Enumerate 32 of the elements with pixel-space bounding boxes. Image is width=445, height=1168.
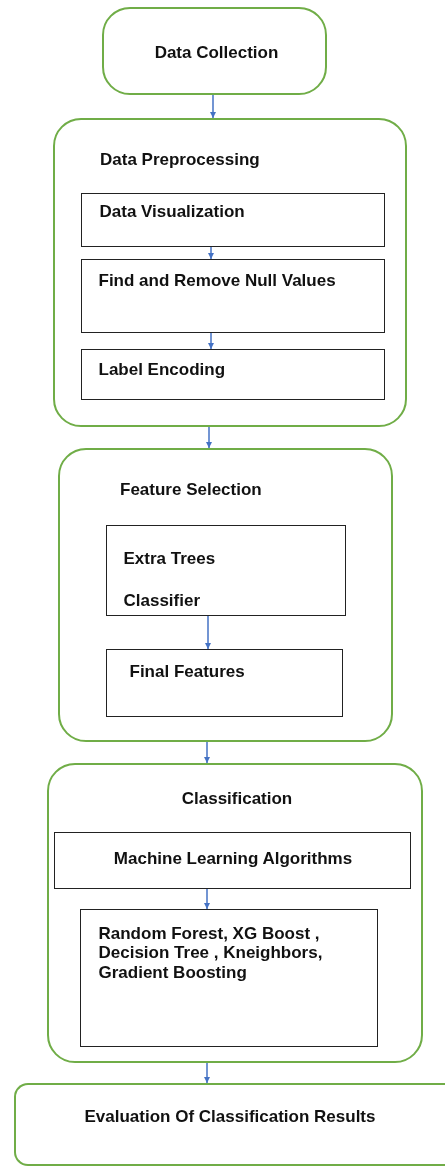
arrow (208, 246, 214, 260)
stage-title: Feature Selection (120, 480, 263, 501)
arrow (206, 426, 212, 449)
stage-box (53, 118, 407, 427)
stage-title: Data Collection (153, 43, 280, 64)
process-box (80, 348, 385, 400)
arrow (204, 741, 210, 764)
step-label: Machine Learning Algorithms (112, 848, 354, 869)
arrow (210, 94, 216, 119)
step-label: Final Features (129, 661, 246, 682)
process-box (79, 908, 378, 1047)
arrow (204, 888, 210, 910)
stage-box (102, 7, 327, 95)
stage-title: Evaluation Of Classification Results (83, 1107, 377, 1128)
arrow (208, 332, 214, 350)
stage-box (47, 763, 423, 1063)
stage-box (58, 448, 393, 742)
process-box (80, 192, 385, 247)
process-box (105, 524, 346, 616)
step-label: Label Encoding (98, 359, 227, 380)
process-box (105, 648, 343, 717)
arrow (205, 615, 211, 650)
stage-title: Data Preprocessing (100, 150, 261, 171)
process-box (53, 831, 411, 889)
arrow (204, 1062, 210, 1084)
stage-box (14, 1083, 445, 1166)
step-label: Find and Remove Null Values (98, 269, 337, 292)
step-label: Random Forest, XG Boost , Decision Tree , Kneighbors, Gradient Boosting (98, 923, 324, 983)
stage-title: Classification (180, 789, 294, 810)
process-box (80, 258, 385, 333)
step-label: Extra Trees Classifier (123, 547, 217, 612)
step-label: Data Visualization (99, 201, 246, 222)
